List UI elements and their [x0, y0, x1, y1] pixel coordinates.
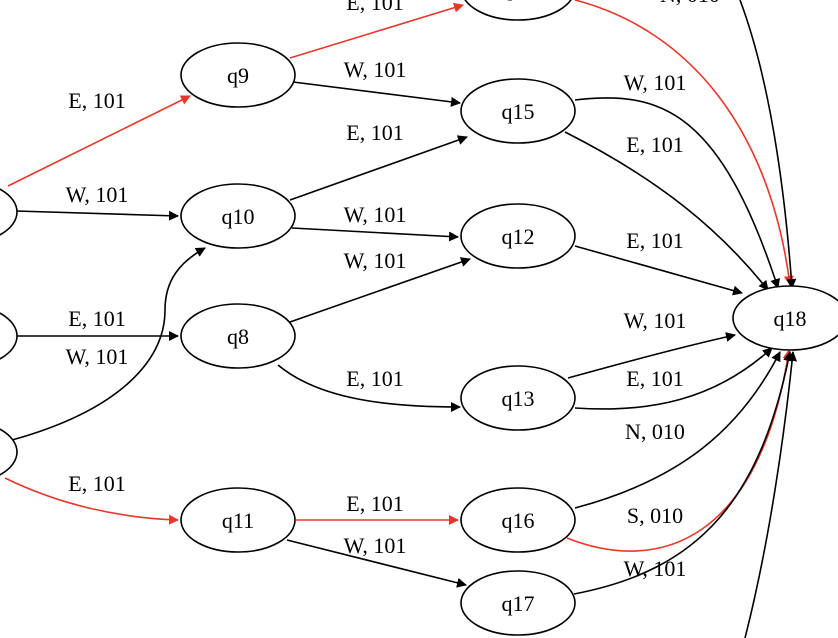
edge-label: W, 101	[66, 344, 129, 369]
node-label: q16	[502, 508, 535, 533]
node-label: q12	[502, 224, 535, 249]
state-node-q16: q16	[460, 487, 576, 553]
edge-label: W, 101	[344, 202, 407, 227]
edge-7	[15, 210, 179, 221]
state-node-q15: q15	[460, 78, 576, 144]
edge-2	[7, 95, 191, 187]
labels-layer: E, 101 N, 010 E, 101 W, 101 W, 101 E, 101 E, 1…	[66, 0, 720, 581]
state-node-left2	[0, 312, 18, 360]
edge-label: W, 101	[624, 308, 687, 333]
edge-label: W, 101	[624, 556, 687, 581]
edge-label: E, 101	[68, 471, 125, 496]
node-label: q17	[502, 591, 535, 616]
edge-label: E, 101	[346, 366, 403, 391]
node-label: q15	[502, 99, 535, 124]
edge-1	[574, 0, 794, 286]
edge-9	[289, 257, 471, 323]
state-node-left3	[0, 428, 18, 476]
edge-13	[567, 332, 736, 379]
state-node-q10: q10	[180, 183, 296, 249]
state-node-left1	[0, 188, 18, 236]
edge-label: W, 101	[344, 57, 407, 82]
edge-14	[277, 364, 461, 412]
edge-label: S, 010	[627, 503, 683, 528]
edge-12	[11, 247, 206, 441]
edge-label: E, 101	[626, 366, 683, 391]
edge-21	[573, 351, 794, 595]
edge-label: E, 101	[346, 491, 403, 516]
node-label: q14	[502, 0, 535, 1]
state-node-q17: q17	[460, 570, 576, 636]
state-ellipse	[460, 365, 576, 431]
state-ellipse	[460, 78, 576, 144]
edge-label: E, 101	[626, 228, 683, 253]
edge-6	[564, 131, 769, 291]
state-ellipse	[460, 570, 576, 636]
edge-label: N, 010	[660, 0, 720, 7]
node-label: q10	[222, 204, 255, 229]
state-node-q11: q11	[180, 487, 296, 553]
edge-label: W, 101	[66, 182, 129, 207]
edge-20	[286, 539, 467, 588]
edge-label: E, 101	[68, 88, 125, 113]
edge-16	[574, 351, 781, 509]
edge-5	[289, 135, 468, 201]
state-node-q12: q12	[460, 203, 576, 269]
edge-15	[574, 347, 773, 410]
edge-17	[4, 477, 179, 525]
state-ellipse	[180, 487, 296, 553]
state-ellipse	[180, 42, 296, 108]
edge-label: E, 101	[346, 120, 403, 145]
state-node-q13: q13	[460, 365, 576, 431]
state-node-q9: q9	[180, 42, 296, 108]
state-node-q8: q8	[180, 303, 296, 369]
node-label: q13	[502, 386, 535, 411]
state-ellipse	[0, 312, 18, 360]
edge-label: N, 010	[625, 419, 685, 444]
state-ellipse	[732, 285, 838, 351]
edge-label: W, 101	[624, 70, 687, 95]
node-label: q9	[227, 63, 249, 88]
state-ellipse	[464, 0, 572, 21]
state-node-q18: q18	[732, 285, 838, 351]
edge-0	[289, 2, 464, 59]
edge-10	[574, 245, 743, 296]
edge-label: E, 101	[346, 0, 403, 15]
edge-4	[574, 97, 780, 289]
edges-layer	[4, 0, 798, 638]
edge-8	[291, 227, 459, 242]
edge-label: E, 101	[626, 132, 683, 157]
edge-label: W, 101	[344, 248, 407, 273]
edge-22	[739, 0, 797, 289]
state-node-top: q14	[464, 0, 572, 21]
state-ellipse	[460, 487, 576, 553]
node-label: q8	[227, 324, 249, 349]
node-label: q11	[222, 508, 254, 533]
state-ellipse	[0, 428, 18, 476]
node-label: q18	[774, 306, 807, 331]
edge-label: E, 101	[68, 306, 125, 331]
edge-23	[744, 351, 798, 638]
state-ellipse	[180, 183, 296, 249]
state-ellipse	[0, 188, 18, 236]
state-ellipse	[460, 203, 576, 269]
edge-label: W, 101	[344, 533, 407, 558]
edge-3	[292, 81, 461, 107]
state-ellipse	[180, 303, 296, 369]
